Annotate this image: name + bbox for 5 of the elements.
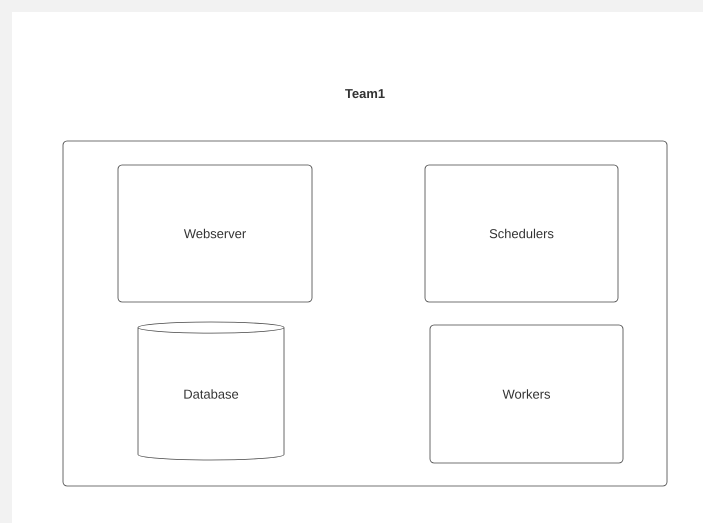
process-box: Schedulers — [424, 164, 618, 302]
node-label: Team1 — [345, 89, 385, 98]
process-box: Webserver — [118, 164, 312, 302]
process-box: Workers — [430, 324, 624, 464]
database-cylinder: Database — [138, 322, 284, 460]
